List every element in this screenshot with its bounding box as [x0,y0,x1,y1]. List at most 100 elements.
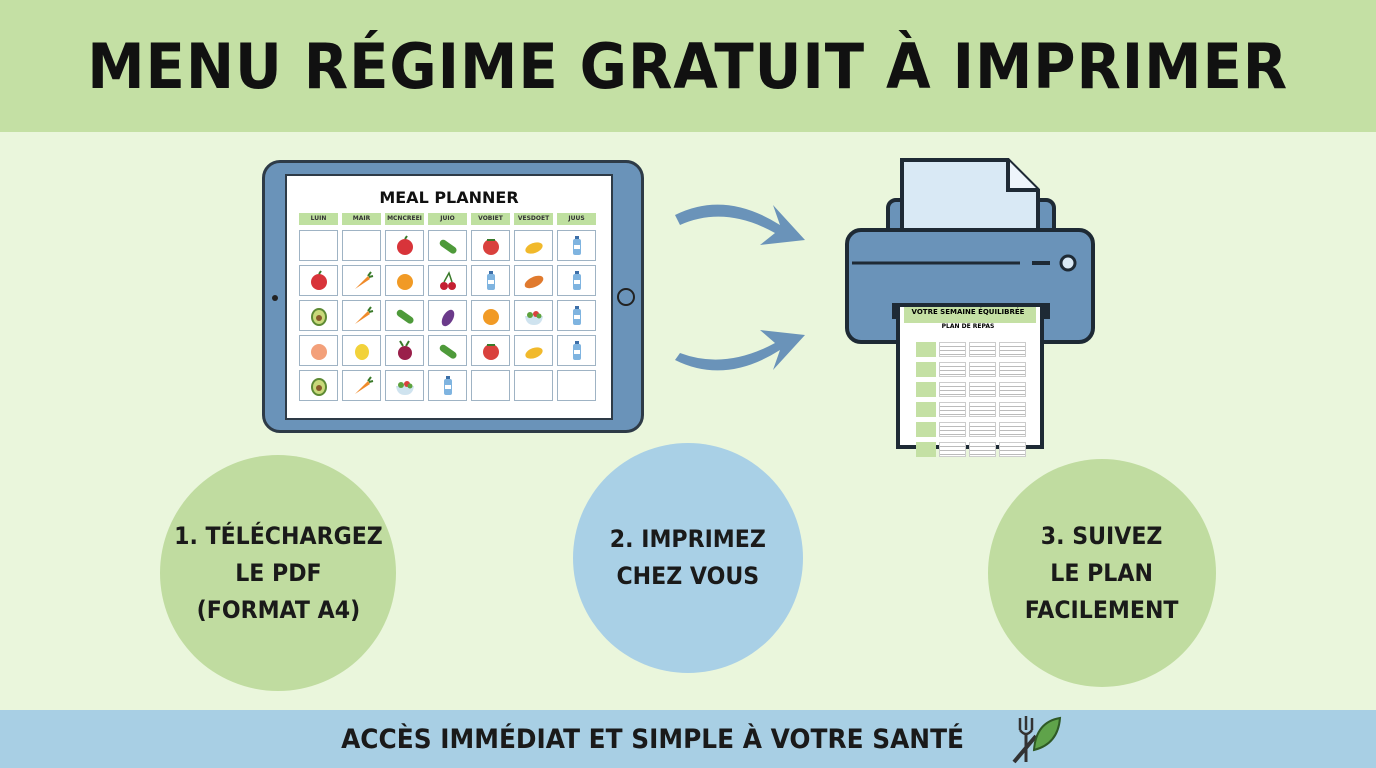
meal-cell [342,300,381,331]
meal-cell [557,370,596,401]
meal-cell [557,265,596,296]
arrows [675,204,805,371]
water-bottle-icon [486,270,495,290]
cucumber-icon [396,309,414,324]
meal-cell [514,230,553,261]
printer-illustration [845,158,1095,449]
eggplant-icon [441,309,454,326]
meal-cell [385,265,424,296]
tablet-camera [272,295,278,301]
carrot-icon [354,305,373,324]
water-bottle-icon [572,270,581,290]
meal-cell [471,230,510,261]
meal-cell [471,265,510,296]
meal-cell [514,370,553,401]
meal-cell [471,335,510,366]
day-header: JUIO [428,213,467,225]
meal-cell [299,370,338,401]
apple-icon [396,234,413,255]
meal-cell [557,230,596,261]
meal-cell [514,300,553,331]
printout-row [916,382,1026,397]
meal-cell [514,335,553,366]
day-header: JUUS [557,213,596,225]
cucumber-icon [439,344,457,359]
meal-cell [385,300,424,331]
tomato-icon [482,238,499,255]
lemon-icon [354,343,369,360]
day-headers: LUIN MAIR MCNCREEI JUIO VOBIET VESDOET JUUS [299,213,611,225]
meal-cell [342,370,381,401]
meal-cell [385,335,424,366]
meal-cell [299,300,338,331]
avocado-icon [310,307,327,326]
salad-icon [395,380,414,395]
day-header: VOBIET [471,213,510,225]
day-header: MAIR [342,213,381,225]
printout-title: VOTRE SEMAINE ÉQUILIBRÉE [911,308,1025,316]
orange-icon [482,308,499,325]
squash-icon [524,346,543,359]
meal-cell [428,265,467,296]
page-title: MENU RÉGIME GRATUIT À IMPRIMER [87,29,1289,103]
printout-row [916,422,1026,437]
printout-row [916,402,1026,417]
water-bottle-icon [572,305,581,325]
printout-subtitle: PLAN DE REPAS [941,323,995,330]
apple-icon [310,269,327,290]
meal-cell [299,230,338,261]
beet-icon [397,339,412,360]
tomato-icon [482,343,499,360]
meal-cell [557,335,596,366]
tablet-illustration: MEAL PLANNER LUIN MAIR MCNCREEI JUIO VOBIET V… [262,160,644,433]
cucumber-icon [439,239,457,254]
peach-icon [310,343,327,360]
meal-grid [299,230,611,401]
meal-cell [342,265,381,296]
sweet-potato-icon [524,275,543,288]
arrow-top-icon [675,204,805,245]
water-bottle-icon [572,340,581,360]
meal-planner-screen: MEAL PLANNER LUIN MAIR MCNCREEI JUIO VOBIET V… [285,174,613,420]
header-banner: MENU RÉGIME GRATUIT À IMPRIMER [0,0,1376,132]
footer-text: ACCÈS IMMÉDIAT ET SIMPLE À VOTRE SANTÉ [341,723,965,755]
carrot-icon [354,375,373,394]
footer-banner: ACCÈS IMMÉDIAT ET SIMPLE À VOTRE SANTÉ [0,710,1376,768]
meal-cell [342,335,381,366]
printout-row [916,342,1026,357]
printout-table [916,334,1026,457]
printout-row [916,442,1026,457]
carrot-icon [354,270,373,289]
day-header: LUIN [299,213,338,225]
meal-cell [385,370,424,401]
meal-cell [428,370,467,401]
water-bottle-icon [443,375,452,395]
meal-cell [342,230,381,261]
meal-cell [557,300,596,331]
day-header: VESDOET [514,213,553,225]
meal-cell [471,370,510,401]
water-bottle-icon [572,235,581,255]
meal-cell [514,265,553,296]
meal-cell [299,265,338,296]
meal-planner-title: MEAL PLANNER [379,188,519,207]
meal-cell [428,230,467,261]
printout-row [916,362,1026,377]
avocado-icon [310,377,327,396]
squash-icon [524,241,543,254]
day-header: MCNCREEI [385,213,424,225]
meal-cell [428,335,467,366]
salad-icon [524,310,543,325]
meal-cell [471,300,510,331]
meal-cell [299,335,338,366]
meal-cell [385,230,424,261]
fork-leaf-icon [1012,716,1061,764]
arrow-bottom-icon [675,330,805,371]
cherries-icon [439,270,456,290]
